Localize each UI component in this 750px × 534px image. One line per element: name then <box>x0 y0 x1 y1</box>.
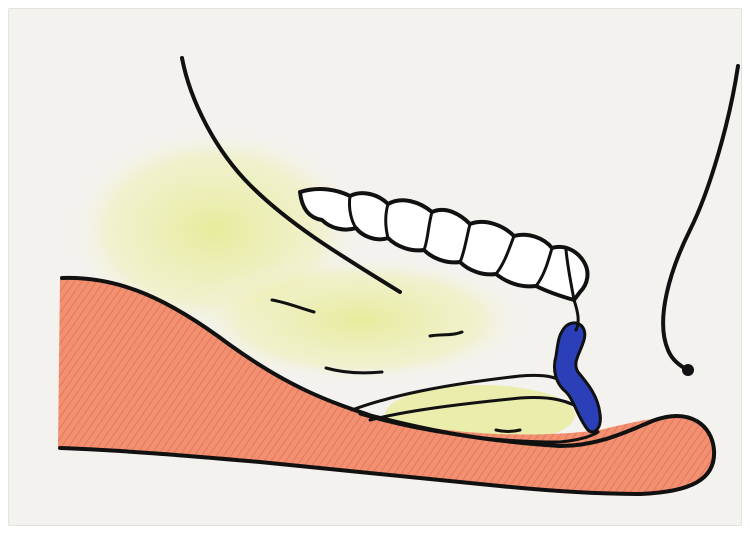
right-contour-line <box>663 66 738 370</box>
contour-end-dot <box>682 364 694 376</box>
